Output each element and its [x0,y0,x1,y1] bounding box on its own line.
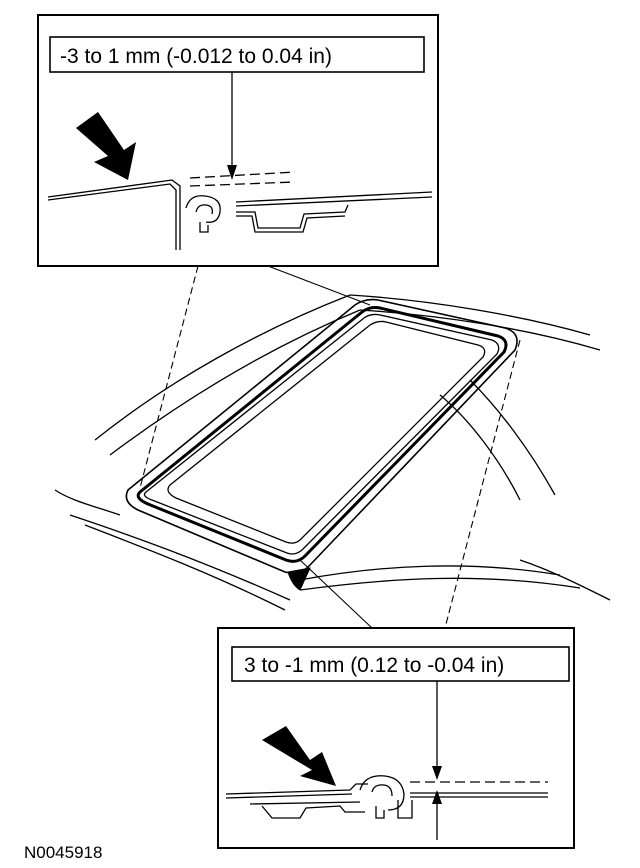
top-measurement-label-box [49,36,425,73]
bottom-measurement-label: 3 to -1 mm (0.12 to -0.04 in) [244,654,504,677]
roof-illustration [54,294,611,611]
top-measurement-label: -3 to 1 mm (-0.012 to 0.04 in) [60,45,332,68]
bottom-measurement-label-box [231,646,570,682]
arrow-icon [262,726,336,786]
leader-lines [139,265,521,629]
top-detail-callout: -3 to 1 mm (-0.012 to 0.04 in) [37,14,439,267]
bottom-detail-callout: 3 to -1 mm (0.12 to -0.04 in) [217,627,575,849]
arrow-icon [76,112,136,180]
figure-id: N0045918 [24,843,102,862]
